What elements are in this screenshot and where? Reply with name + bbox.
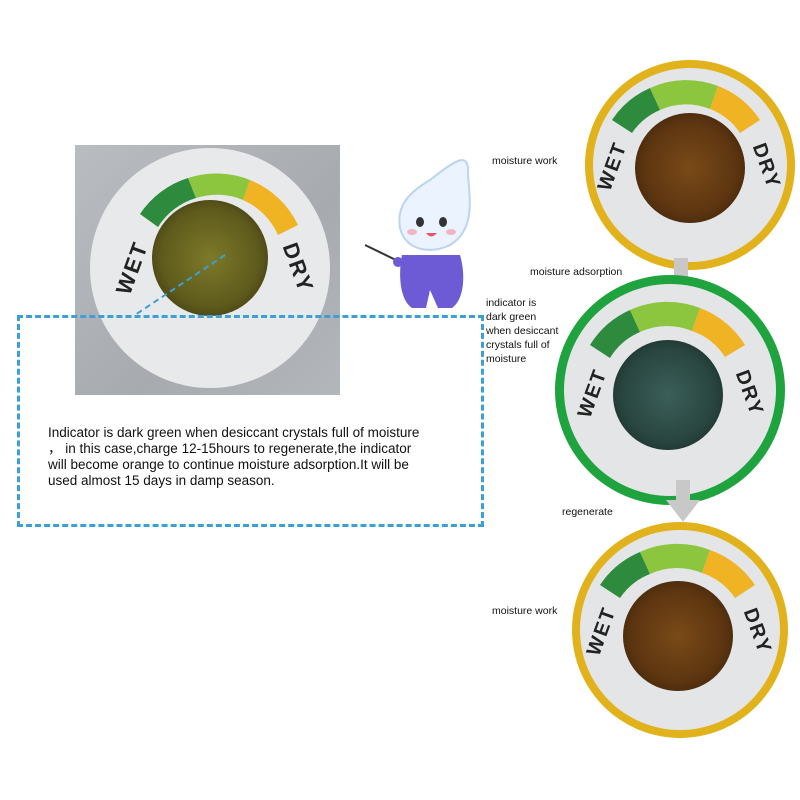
stage-gauge-1 [585,60,795,270]
transition2-label: regenerate [562,506,613,518]
indicator-note: indicator is dark green when desiccant c… [486,296,576,366]
indicator-note-line-2: dark green [486,311,537,323]
stage-gauge-3 [572,522,788,738]
indicator-note-line-3: when desiccant [486,325,559,337]
description-line-4: used almost 15 days in damp season. [48,473,275,488]
indicator-note-line-4: crystals full of [486,339,550,351]
stage-gauge-2 [555,275,785,505]
transition1-label: moisture adsorption [530,266,623,278]
description-text: Indicator is dark green when desiccant c… [48,425,478,489]
photo-gauge [90,148,330,388]
callout-dashed-box [17,315,484,527]
description-line-1: Indicator is dark green when desiccant c… [48,425,420,440]
description-line-3: will become orange to continue moisture … [48,457,409,472]
description-line-2: ， in this case,charge 12-15hours to rege… [48,441,412,456]
arrow-down-icon [666,480,700,522]
indicator-note-line-5: moisture [486,353,527,365]
stage3-label: moisture work [492,605,558,617]
indicator-note-line-1: indicator is [486,297,537,309]
stage1-label: moisture work [492,155,558,167]
